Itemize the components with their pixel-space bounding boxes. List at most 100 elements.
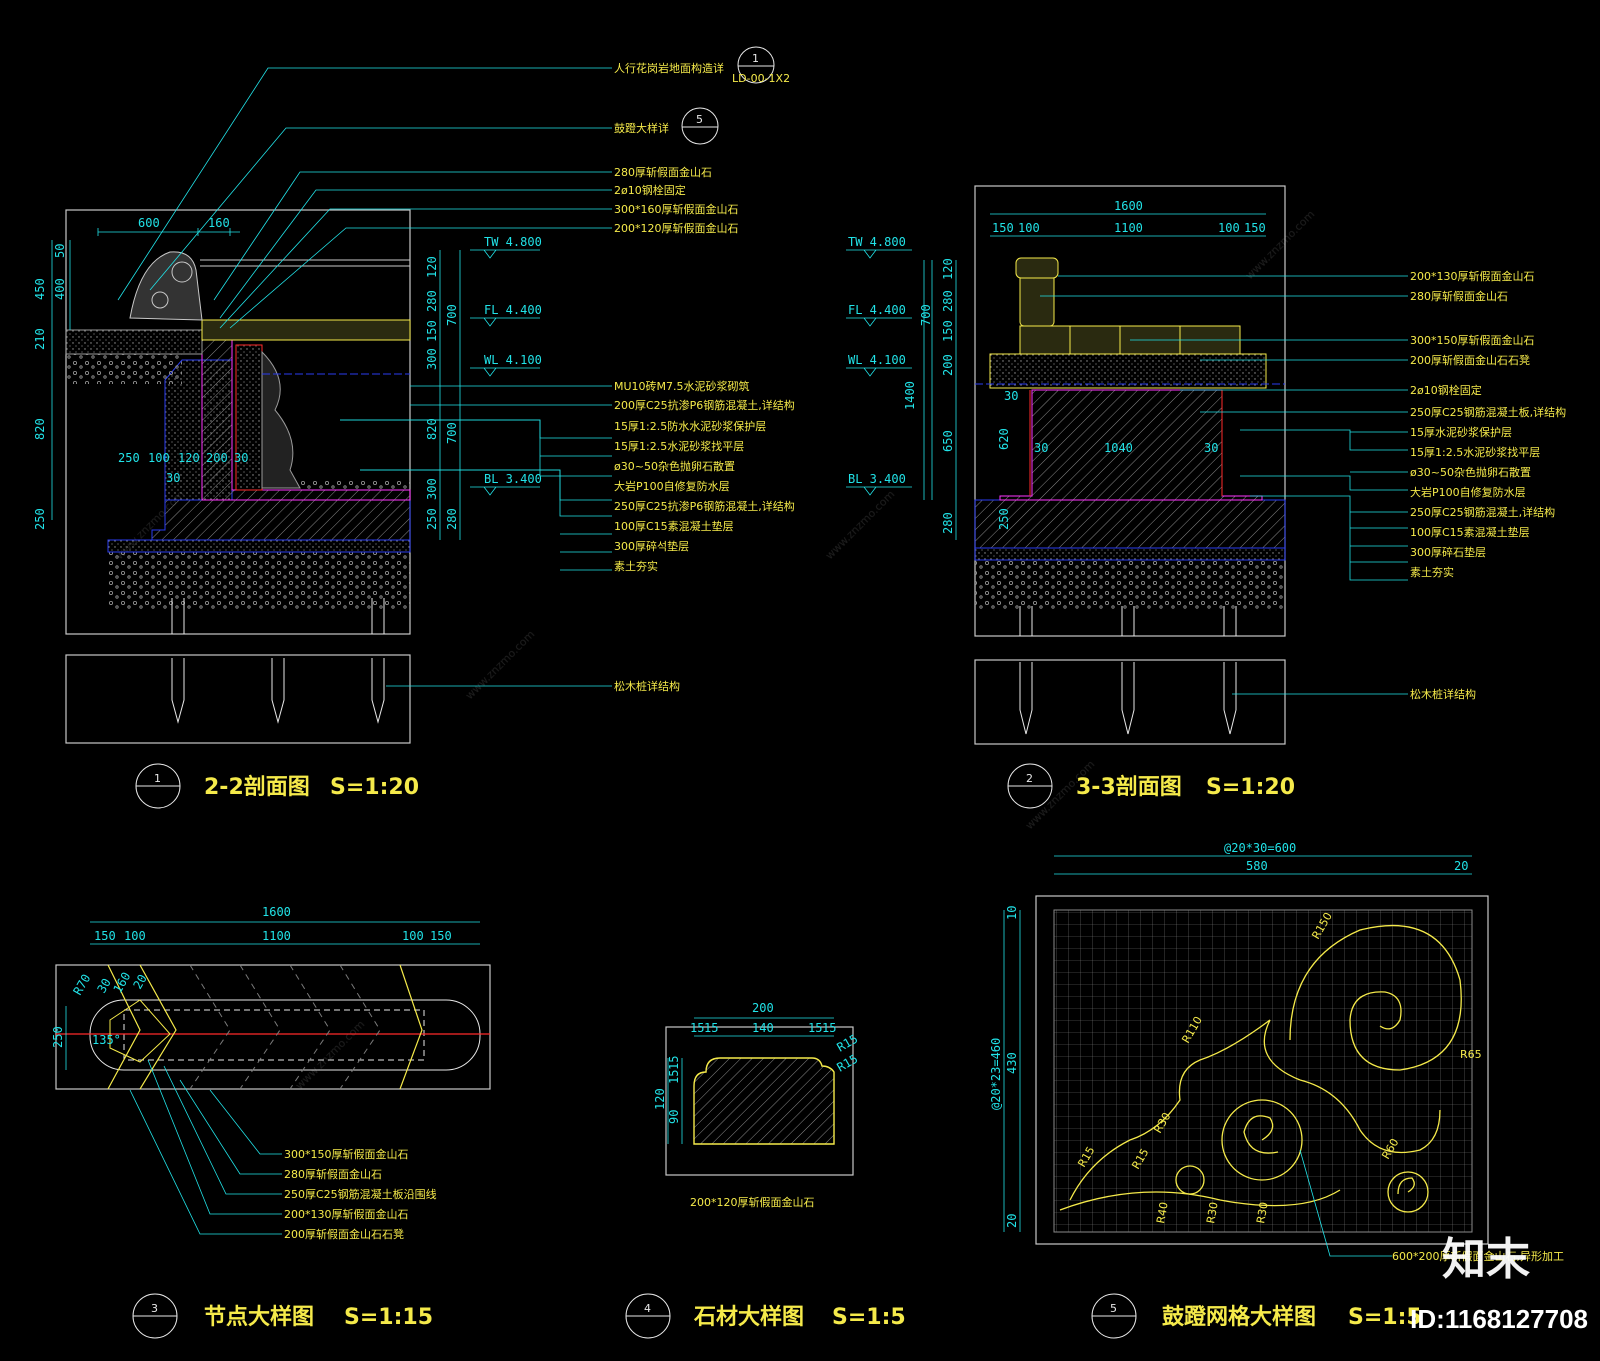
dim33-700a: 700	[919, 304, 933, 326]
dim-bottom-100: 100	[148, 451, 170, 465]
dim-grid-430: 430	[1005, 1052, 1019, 1074]
dim-stone-90: 90	[667, 1110, 681, 1124]
dim-grid-600: @20*30=600	[1224, 841, 1296, 855]
dim-left-50: 50	[53, 244, 67, 258]
label-33-9: 大岩P100自修复防水层	[1410, 485, 1526, 499]
dim33-150: 150	[941, 320, 955, 342]
drum-stone	[129, 251, 203, 321]
label-22-11: 100厚C15素混凝土垫层	[614, 519, 734, 533]
title-node-detail: 节点大样图	[204, 1304, 314, 1330]
title-stone-detail: 石材大样图	[693, 1304, 804, 1330]
dim-bottom-30a: 30	[166, 471, 180, 485]
callout-num-1: 1	[752, 52, 759, 65]
radius-r40: R40	[1154, 1201, 1171, 1225]
dim-mid-280b: 280	[445, 508, 459, 530]
drum-spiral-2	[151, 291, 169, 309]
dim-node-100a: 100	[124, 929, 146, 943]
dim-bottom-120: 120	[178, 451, 200, 465]
label-33-12: 300厚碎石垫层	[1410, 545, 1486, 559]
svg-text:www.znzmo.com: www.znzmo.com	[463, 628, 537, 702]
title-num-3: 3	[151, 1302, 158, 1315]
dim33-150a: 150	[992, 221, 1014, 235]
rockery	[261, 350, 301, 489]
dim33-250: 250	[997, 508, 1011, 530]
dim-bottom-30b: 30	[234, 451, 248, 465]
title-section-2-2: 2-2剖面图	[204, 774, 310, 800]
scale-section-2-2: S=1:20	[330, 775, 419, 800]
callout-paving-label: 人行花岗岩地面构造详	[614, 61, 724, 75]
dim-node-30: 30	[94, 976, 113, 996]
dim33-120: 120	[941, 258, 955, 280]
gravel-33	[975, 560, 1285, 610]
frame-2-2	[65, 209, 411, 635]
dim-stone-15e: 15	[667, 1056, 681, 1070]
level-tw: TW 4.800	[484, 235, 542, 249]
label-33-3: 200厚斩假面金山石石凳	[1410, 353, 1530, 367]
label-node-0: 300*150厚斩假面金山石	[284, 1147, 409, 1161]
dim-node-r70: R70	[70, 972, 93, 998]
radius-r65: R65	[1460, 1048, 1482, 1061]
dim-mid-120: 120	[425, 256, 439, 278]
label-22-1: 2ø10钢栓固定	[614, 183, 686, 197]
detail-grid: @20*30=600 580 20 @20*23=460 430 10 20 R…	[989, 841, 1564, 1339]
section-2-2: 600 160 450 50 400 210 820 250 250 100 1…	[33, 46, 795, 809]
dim33-650: 650	[941, 430, 955, 452]
label-22-6: 15厚1:2.5防水水泥砂浆保护层	[614, 419, 766, 433]
level-fl: FL 4.400	[484, 303, 542, 317]
label-22-9: 大岩P100自修复防水层	[614, 479, 730, 493]
label-33-2: 300*150厚斩假面金山石	[1410, 333, 1535, 347]
pebble-layer	[300, 480, 410, 490]
radius-r30b: R30	[1204, 1201, 1221, 1225]
label-22-0: 280厚斩假面金山石	[614, 165, 712, 179]
bench-slab-33	[989, 353, 1267, 389]
label-22-2: 300*160厚斩假面金山石	[614, 202, 739, 216]
label-33-4: 2ø10钢栓固定	[1410, 383, 1482, 397]
label-22-7: 15厚1:2.5水泥砂浆找平层	[614, 439, 744, 453]
label-33-0: 200*130厚斩假面金山石	[1410, 269, 1535, 283]
dim-bottom-200: 200	[206, 451, 228, 465]
dim33-30b: 30	[1204, 441, 1218, 455]
piles-3-3	[1019, 606, 1237, 735]
concrete-pad	[107, 539, 411, 553]
dim33-30c: 30	[1004, 389, 1018, 403]
dim-node-135: 135°	[92, 1033, 121, 1047]
dim-mid-820: 820	[425, 418, 439, 440]
dim-grid-20b: 20	[1005, 1214, 1019, 1228]
image-id-label: ID:1168127708	[1410, 1304, 1588, 1334]
detail-stone: 200 15 15 140 15 15 R15 R15 120 15 15 90…	[625, 1001, 906, 1339]
dim-stone-200: 200	[752, 1001, 774, 1015]
label-22-4: MU10砖M7.5水泥砂浆砌筑	[614, 379, 750, 393]
detail-node: 1600 150 100 1100 100 150 R70 30 160 20 …	[51, 905, 491, 1339]
drum-carving	[1059, 924, 1462, 1213]
dim-stone-15b: 15	[704, 1021, 718, 1035]
dim-stone-140: 140	[752, 1021, 774, 1035]
title-num-5: 5	[1110, 1302, 1117, 1315]
radius-r30c: R30	[1254, 1201, 1271, 1225]
piles-2-2	[171, 598, 385, 724]
dim-grid-10: 10	[1005, 906, 1019, 920]
level-bl: BL 3.400	[484, 472, 542, 486]
callout-circle-5	[681, 107, 719, 145]
label-33-7: 15厚1:2.5水泥砂浆找平层	[1410, 445, 1540, 459]
slab-33	[974, 499, 1286, 549]
dim-grid-460: @20*23=460	[989, 1038, 1003, 1110]
dim-node-150b: 150	[430, 929, 452, 943]
dim-bottom-250: 250	[118, 451, 140, 465]
callout-ref-1: LD-00-1X2	[732, 72, 790, 85]
dim33-1400: 1400	[903, 381, 917, 410]
label-22-10: 250厚C25抗渗P6钢筋混凝土,详结构	[614, 499, 795, 513]
label-33-8: ø30~50杂色抛卵石散置	[1410, 465, 1531, 479]
caption-stone: 200*120厚斩假面金山石	[690, 1195, 815, 1209]
dim-stone-r15a: R15	[835, 1032, 861, 1055]
dim33-150b: 150	[1244, 221, 1266, 235]
title-section-3-3: 3-3剖面图	[1076, 774, 1182, 800]
dim-stone-15d: 15	[822, 1021, 836, 1035]
label-22-5: 200厚C25抗渗P6钢筋混凝土,详结构	[614, 398, 795, 412]
label-node-3: 200*130厚斩假面金山石	[284, 1207, 409, 1221]
dim-node-20: 20	[130, 972, 149, 992]
label-33-1: 280厚斩假面金山石	[1410, 289, 1508, 303]
leader-lines-2-2	[117, 67, 612, 687]
level33-fl: FL 4.400	[848, 303, 906, 317]
callout-drum-label: 鼓蹬大样详	[614, 121, 669, 135]
